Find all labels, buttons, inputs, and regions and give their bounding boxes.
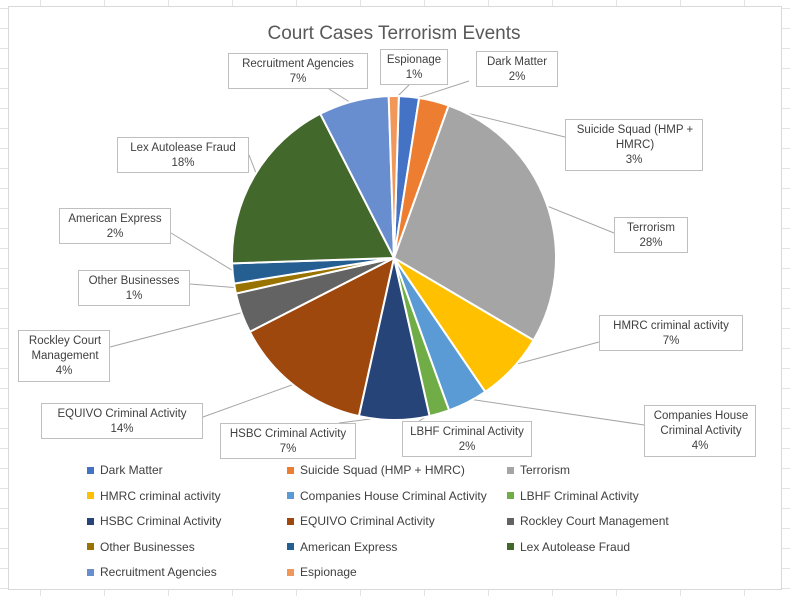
legend-item[interactable]: Rockley Court Management [507,514,669,528]
legend-swatch [87,492,94,499]
leader-line [109,311,246,348]
legend-swatch [87,543,94,550]
legend-swatch [287,466,294,474]
data-label: HMRC criminal activity 7% [599,315,743,351]
data-label-value: 28% [639,237,663,249]
data-label-value: 1% [405,69,423,81]
chart-area[interactable]: Court Cases Terrorism Events Dark Matter… [8,6,782,590]
legend-swatch [287,517,294,525]
legend-item[interactable]: Companies House Criminal Activity [287,489,487,503]
legend-swatch [87,568,94,576]
pie-chart: Court Cases Terrorism Events [109,23,645,426]
legend-label: Companies House Criminal Activity [300,488,487,503]
legend-label: Rockley Court Management [520,514,669,528]
data-label-value: 2% [106,228,124,240]
data-label-name: LBHF Criminal Activity [410,426,524,438]
legend-item[interactable]: Espionage [287,565,357,579]
data-label-name: Recruitment Agencies [242,58,354,70]
data-label-name: Espionage [386,54,442,66]
leader-line [509,341,600,367]
data-label-name: EQUIVO Criminal Activity [57,408,187,420]
data-label-value: 2% [458,441,476,453]
legend-item[interactable]: Recruitment Agencies [87,565,217,579]
legend-label: Dark Matter [100,463,163,477]
legend-swatch [87,517,94,525]
legend-item[interactable]: Terrorism [507,463,570,477]
legend-label: Other Businesses [100,539,195,554]
data-label: Companies House Criminal Activity 4% [644,405,756,457]
legend-swatch [507,543,514,550]
legend-item[interactable]: Other Businesses [87,540,195,554]
data-label-value: 4% [691,440,709,452]
legend-item[interactable]: American Express [287,540,397,554]
legend-swatch [287,568,294,576]
legend-item[interactable]: HMRC criminal activity [87,489,221,503]
data-label-value: 1% [125,290,143,302]
data-label-value: 4% [55,365,73,377]
data-label-name: Suicide Squad (HMP + HMRC) [576,124,694,151]
legend-swatch [507,466,514,474]
legend-label: HSBC Criminal Activity [100,514,222,528]
data-label-name: Dark Matter [486,56,548,68]
chart-title: Court Cases Terrorism Events [267,23,520,44]
data-label: Lex Autolease Fraud 18% [117,137,249,173]
data-label-value: 7% [279,443,297,455]
legend-label: Terrorism [520,463,570,477]
legend-item[interactable]: EQUIVO Criminal Activity [287,514,435,528]
data-label-name: HMRC criminal activity [613,320,729,332]
leader-line [189,283,239,289]
leader-line [170,232,237,274]
pie-slice-equivo-criminal-activity[interactable] [248,256,396,418]
legend-label: Espionage [300,565,357,579]
data-label: EQUIVO Criminal Activity 14% [41,403,203,439]
data-label-name: Lex Autolease Fraud [130,142,236,154]
data-label-name: HSBC Criminal Activity [229,428,347,440]
pie-slice-lex-autolease-fraud[interactable] [231,112,396,265]
legend-item[interactable]: LBHF Criminal Activity [507,489,639,503]
data-label-value: 7% [662,335,680,347]
legend-label: HMRC criminal activity [100,488,221,503]
data-label-name: Other Businesses [88,275,180,287]
leader-line [542,203,620,236]
data-label: Other Businesses 1% [78,270,190,306]
data-label-name: Rockley Court Management [28,335,102,362]
pie-slices [231,95,557,421]
data-label-value: 18% [171,157,195,169]
legend-label: LBHF Criminal Activity [520,488,639,503]
legend-item[interactable]: HSBC Criminal Activity [87,514,221,528]
legend-label: Lex Autolease Fraud [520,539,631,554]
leader-lines [109,80,645,426]
legend-swatch [287,543,294,550]
leader-line [465,398,645,426]
legend-item[interactable]: Suicide Squad (HMP + HMRC) [287,463,465,477]
legend-item[interactable]: Lex Autolease Fraud [507,540,630,554]
data-label-value: 14% [110,423,134,435]
data-label: Recruitment Agencies 7% [228,53,368,89]
data-label: American Express 2% [59,208,171,244]
legend-label: EQUIVO Criminal Activity [300,514,435,528]
legend-swatch [507,517,514,525]
data-label-name: Companies House Criminal Activity [653,410,749,437]
legend-item[interactable]: Dark Matter [87,463,163,477]
legend-label: American Express [300,539,398,554]
data-label: LBHF Criminal Activity 2% [402,421,532,457]
data-label-name: American Express [68,213,162,225]
legend-swatch [87,466,94,474]
legend-label: Suicide Squad (HMP + HMRC) [300,463,465,477]
data-label: Espionage 1% [380,49,448,85]
data-label: Suicide Squad (HMP + HMRC) 3% [565,119,703,171]
data-label: Dark Matter 2% [476,51,558,87]
data-label-value: 3% [625,154,643,166]
legend-label: Recruitment Agencies [100,565,217,579]
legend-swatch [507,492,514,499]
data-label-name: Terrorism [627,222,675,234]
data-label-value: 2% [508,71,526,83]
data-label: HSBC Criminal Activity 7% [220,423,356,459]
legend-swatch [287,492,294,499]
leader-line [202,382,298,418]
data-label: Terrorism 28% [614,217,688,253]
data-label-value: 7% [289,73,307,85]
pie-slice-espionage[interactable] [387,95,400,259]
data-label: Rockley Court Management 4% [18,330,110,382]
